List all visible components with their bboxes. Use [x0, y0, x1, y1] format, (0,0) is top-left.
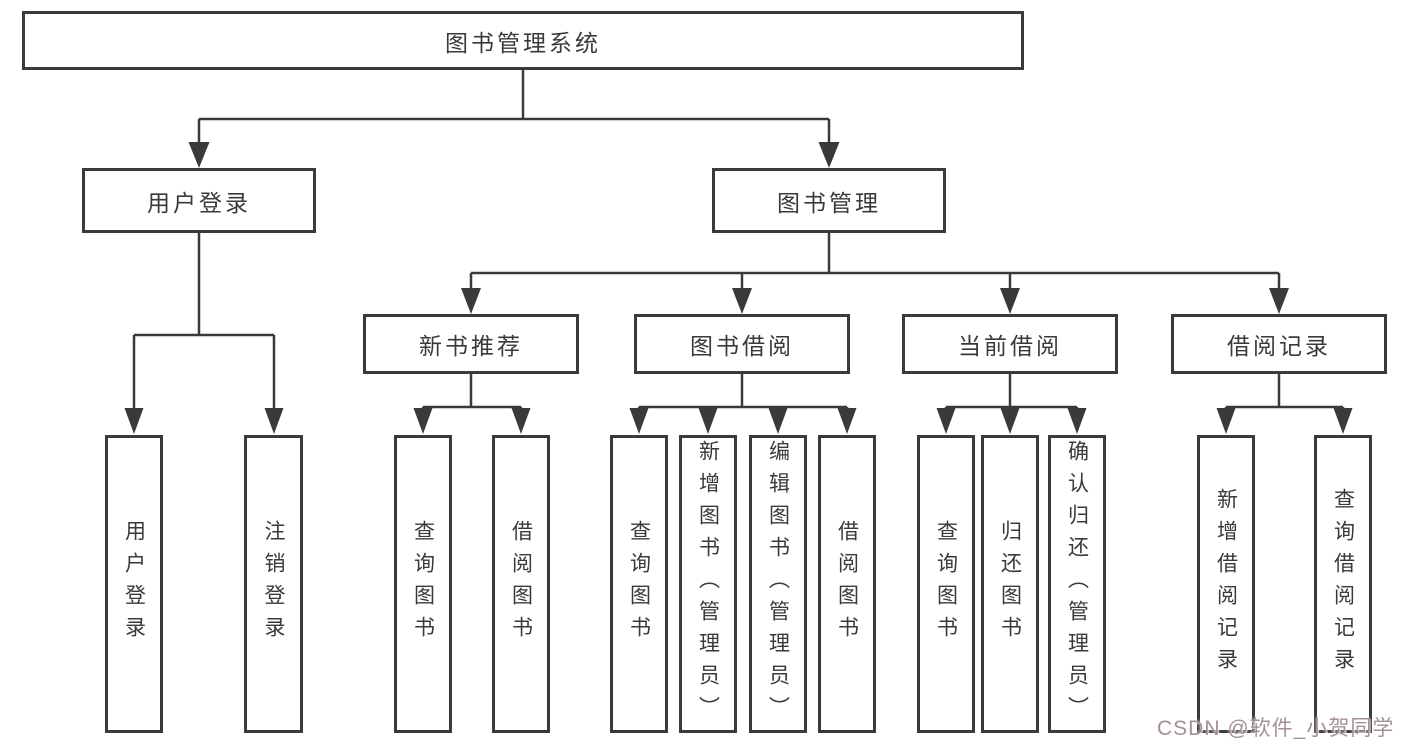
node-label: 借阅记录	[1227, 333, 1331, 359]
node-system-root: 图书管理系统	[22, 11, 1024, 70]
leaf-user-login: 用户登录	[105, 435, 163, 733]
leaf-edit-book-admin: 编辑图书（管理员）	[749, 435, 807, 733]
arrowhead	[936, 408, 956, 434]
leaf-label: 确认归还（管理员）	[1065, 440, 1089, 728]
leaf-label: 新增借阅记录	[1214, 488, 1238, 680]
arrowhead	[124, 408, 144, 434]
connector-root-to-level2	[188, 70, 840, 168]
leaf-query-borrow-record: 查询借阅记录	[1314, 435, 1372, 733]
leaf-borrow-books-recommend: 借阅图书	[492, 435, 550, 733]
leaf-add-borrow-record: 新增借阅记录	[1197, 435, 1255, 733]
node-user-login-group: 用户登录	[82, 168, 316, 233]
leaf-query-books-recommend: 查询图书	[394, 435, 452, 733]
leaf-label: 查询借阅记录	[1331, 488, 1355, 680]
connector-book-borrow-children	[629, 374, 857, 434]
leaf-return-book: 归还图书	[981, 435, 1039, 733]
node-label: 图书管理	[777, 189, 881, 216]
node-book-borrow: 图书借阅	[634, 314, 850, 374]
csdn-watermark: CSDN @软件_小贺同学	[1157, 717, 1395, 740]
node-current-borrow: 当前借阅	[902, 314, 1118, 374]
arrowhead	[818, 142, 840, 168]
node-new-book-recommend: 新书推荐	[363, 314, 579, 374]
arrowhead	[188, 142, 210, 168]
leaf-borrow-books: 借阅图书	[818, 435, 876, 733]
leaf-label: 查询图书	[934, 520, 958, 648]
arrowhead	[461, 288, 481, 314]
arrowhead	[264, 408, 284, 434]
node-borrow-records: 借阅记录	[1171, 314, 1387, 374]
leaf-query-books-current: 查询图书	[917, 435, 975, 733]
arrowhead	[698, 408, 718, 434]
arrowhead	[1269, 288, 1289, 314]
leaf-query-books-borrow: 查询图书	[610, 435, 668, 733]
leaf-label: 编辑图书（管理员）	[766, 440, 790, 728]
connector-new-book-recommend-children	[413, 374, 531, 434]
arrowhead	[413, 408, 433, 434]
leaf-add-book-admin: 新增图书（管理员）	[679, 435, 737, 733]
connector-borrow-records-children	[1216, 374, 1353, 434]
leaf-label: 归还图书	[998, 520, 1022, 648]
arrowhead	[732, 288, 752, 314]
node-label: 图书借阅	[690, 333, 794, 359]
arrowhead	[1067, 408, 1087, 434]
arrowhead	[768, 408, 788, 434]
connector-user-login-children	[124, 233, 284, 434]
leaf-label: 注销登录	[262, 520, 285, 648]
connector-book-management-children	[461, 233, 1289, 314]
leaf-confirm-return-admin: 确认归还（管理员）	[1048, 435, 1106, 733]
node-label: 图书管理系统	[445, 29, 601, 56]
node-label: 当前借阅	[958, 333, 1062, 359]
arrowhead	[837, 408, 857, 434]
arrowhead	[629, 408, 649, 434]
leaf-label: 查询图书	[411, 520, 435, 648]
node-label: 用户登录	[147, 189, 251, 216]
node-label: 新书推荐	[419, 333, 523, 359]
connector-current-borrow-children	[936, 374, 1087, 434]
leaf-label: 借阅图书	[509, 520, 533, 648]
leaf-label: 查询图书	[627, 520, 651, 648]
node-book-management-group: 图书管理	[712, 168, 946, 233]
leaf-label: 新增图书（管理员）	[696, 440, 720, 728]
leaf-label: 借阅图书	[835, 520, 859, 648]
arrowhead	[1216, 408, 1236, 434]
arrowhead	[511, 408, 531, 434]
leaf-label: 用户登录	[122, 520, 146, 648]
leaf-logout: 注销登录	[244, 435, 303, 733]
arrowhead	[1333, 408, 1353, 434]
arrowhead	[1000, 288, 1020, 314]
arrowhead	[1000, 408, 1020, 434]
